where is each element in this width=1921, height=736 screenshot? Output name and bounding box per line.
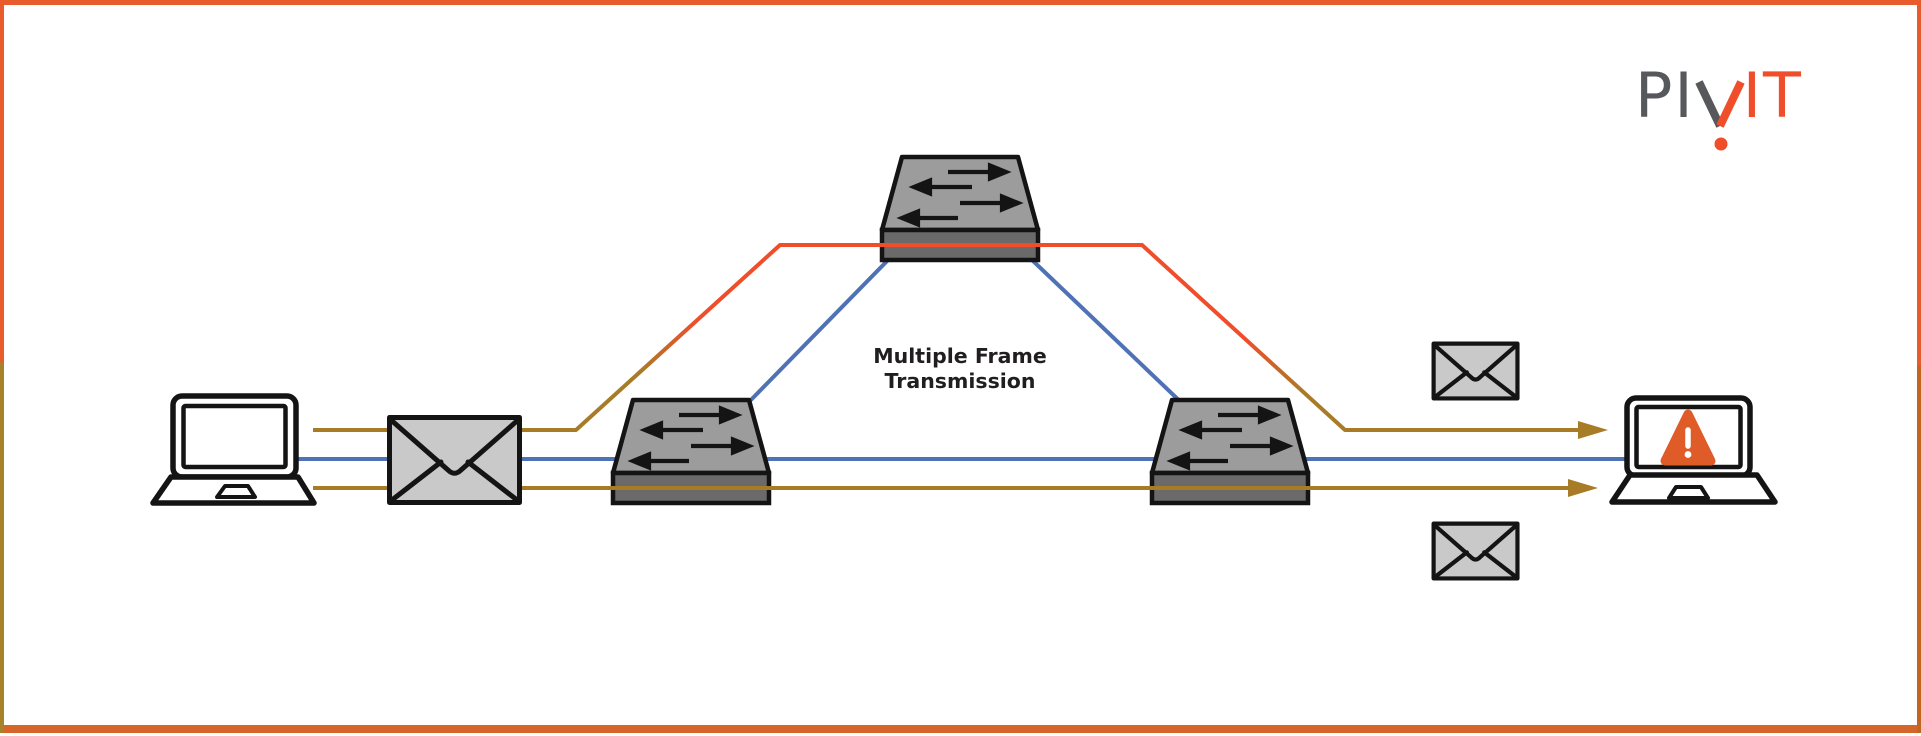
gold-red-frame-path [313, 243, 1608, 439]
pivit-logo: PI IT [1635, 59, 1803, 152]
frame-border-top [0, 0, 1921, 5]
source-laptop [150, 393, 317, 506]
arrowhead-icon [1568, 479, 1598, 497]
frame-envelope-duplicate-bottom [1434, 524, 1518, 579]
frame-border-bottom [0, 725, 1921, 733]
caption-line-2: Transmission [884, 369, 1036, 393]
frame-envelope-source [390, 418, 520, 503]
destination-laptop [1609, 395, 1778, 505]
frame-border-right [1917, 0, 1921, 733]
gold-frame-path [313, 479, 1598, 497]
caption-line-1: Multiple Frame [873, 344, 1047, 368]
warning-icon [1660, 409, 1716, 466]
frame-envelope-duplicate-top [1434, 344, 1518, 399]
logo-v-exclamation-icon [1695, 80, 1745, 151]
frame-border-left [0, 0, 4, 733]
diagram-caption: Multiple Frame Transmission [850, 344, 1070, 394]
logo-text-left: PI [1635, 59, 1695, 132]
arrowhead-icon [1578, 421, 1608, 439]
logo-text-right: IT [1742, 59, 1803, 132]
